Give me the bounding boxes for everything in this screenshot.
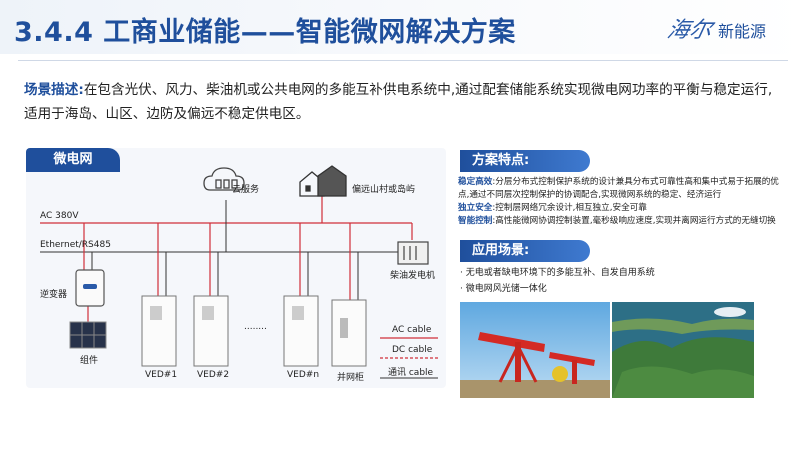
usage-title: 应用场景: [460, 240, 590, 262]
page-title: 3.4.4 工商业储能——智能微网解决方案 [14, 17, 516, 48]
ethernet-bus-label: Ethernet/RS485 [40, 240, 111, 250]
inverter-label: 逆变器 [40, 290, 68, 300]
features-list: 稳定高效:分层分布式控制保护系统的设计兼具分布式可靠性高和集中式易于拓展的优 点… [458, 176, 794, 228]
ved1-label: VED#1 [145, 370, 178, 380]
village-label: 偏远山村或岛屿 [352, 185, 416, 195]
legend-dc-label: DC cable [392, 345, 433, 355]
scene-description: 场景描述:在包含光伏、风力、柴油机或公共电网的多能互补供电系统中,通过配套储能系… [24, 78, 784, 126]
island-photo [612, 302, 754, 398]
solar-panel-icon [69, 321, 107, 349]
scene-label: 场景描述: [24, 82, 84, 98]
ved2-label: VED#2 [197, 370, 230, 380]
ac-bus-label: AC 380V [40, 211, 79, 221]
diesel-label: 柴油发电机 [390, 271, 436, 281]
usage-item-1: · 无电或者缺电环境下的多能互补、自发自用系统 [460, 268, 655, 278]
legend-comm-label: 通讯 cable [388, 368, 434, 378]
village-icon [299, 165, 347, 197]
grid-cabinet-label: 并网柜 [337, 373, 365, 383]
inverter-icon [75, 269, 105, 307]
vedn-label: VED#n [287, 370, 320, 380]
feature-line-1: 稳定高效:分层分布式控制保护系统的设计兼具分布式可靠性高和集中式易于拓展的优 [458, 177, 779, 187]
scene-text: 在包含光伏、风力、柴油机或公共电网的多能互补供电系统中,通过配套储能系统实现微电… [24, 82, 773, 122]
oil-pump-photo [460, 302, 610, 398]
features-title: 方案特点: [460, 150, 590, 172]
title-bar [0, 0, 806, 54]
logo-text: 新能源 [718, 22, 767, 41]
feature-line-4: 智能控制:高性能微网协调控制装置,毫秒级响应速度,实现并离网运行方式的无缝切换 [458, 216, 776, 226]
feature-line-3: 独立安全:控制层网络冗余设计,相互独立,安全可靠 [458, 203, 647, 213]
legend-ac-label: AC cable [392, 325, 432, 335]
diagram-tab: 微电网 [26, 148, 120, 172]
feature-line-2: 点,通过不同层次控制保护的协调配合,实现微网系统的稳定、经济运行 [458, 190, 722, 200]
cloud-server-icon [203, 167, 245, 191]
usage-item-2: · 微电网风光储一体化 [460, 284, 547, 294]
cabinet-ellipsis: ........ [244, 322, 267, 332]
diesel-generator-icon [397, 241, 429, 265]
cloud-label: 云服务 [232, 185, 260, 195]
pv-label: 组件 [80, 356, 99, 366]
battery-cabinet-icon [141, 295, 367, 367]
title-divider [18, 60, 788, 61]
